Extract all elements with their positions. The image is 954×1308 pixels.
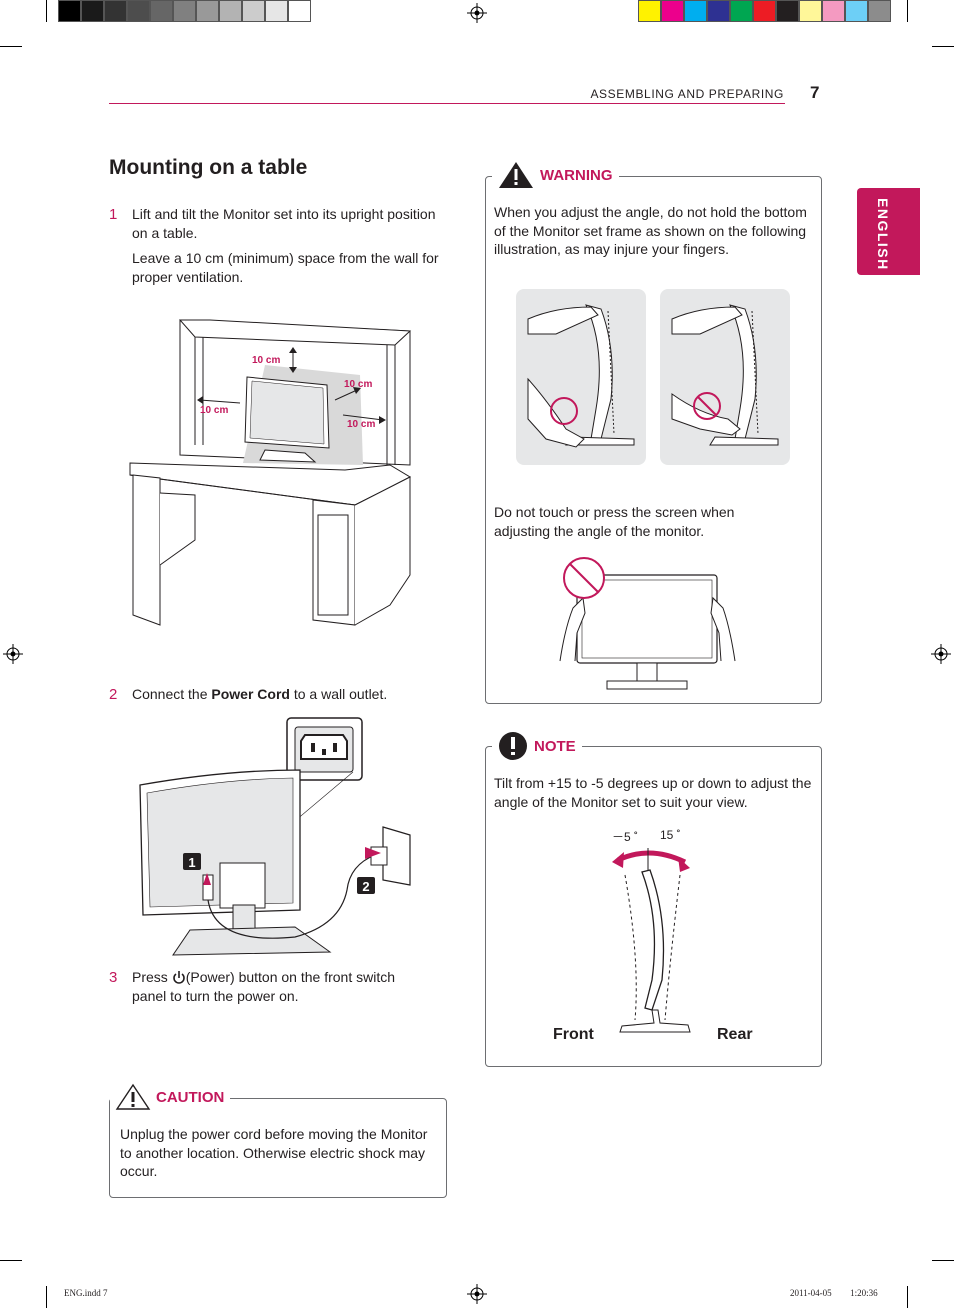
step-text-part: (Power) button on the front switch panel… [132,969,396,1004]
section-header: ASSEMBLING AND PREPARING [590,87,784,101]
page-number: 7 [810,83,820,102]
warning-triangle-icon [115,1083,151,1110]
step-number: 2 [109,686,118,703]
touch-screen-illustration [559,557,736,690]
caution-box [109,1098,447,1198]
language-tab-label: ENGLISH [875,198,891,271]
registration-mark-icon [931,644,951,664]
incorrect-grip-illustration [660,289,790,465]
crop-mark [46,1286,47,1308]
step-text-bold: Power Cord [211,686,290,702]
rear-label: Rear [717,1026,753,1043]
clearance-label-right-upper: 10 cm [344,379,373,390]
crop-mark [46,0,47,22]
step-text-part: Press [132,969,172,985]
process-color-bar [638,0,891,22]
caution-text: Unplug the power cord before moving the … [120,1126,428,1179]
warning-title-label: WARNING [540,166,613,184]
warning-title: WARNING [492,161,619,189]
registration-mark-icon [3,644,23,664]
crop-mark [0,46,22,47]
incorrect-grip-illustration [516,289,646,465]
desk-clearance-illustration [129,319,412,626]
crop-mark [907,1286,908,1308]
caution-title-label: CAUTION [156,1088,225,1106]
note-text: Tilt from +15 to -5 degrees up or down t… [494,775,812,810]
step-text-part: to a wall outlet. [289,686,388,702]
caution-title: CAUTION [110,1083,231,1110]
warning-triangle-icon [499,162,533,188]
step-text: Press (Power) button on the front switch… [132,968,432,1006]
tilt-angle-illustration [612,848,691,1033]
step-number: 3 [109,969,118,986]
step-text: Connect the Power Cord to a wall outlet. [132,685,452,704]
clearance-label-right-lower: 10 cm [347,419,376,430]
registration-mark-icon [467,3,487,23]
crop-mark [907,0,908,22]
step-text-part: Connect the [132,686,212,702]
callout-1: 1 [188,855,195,870]
footer-file: ENG.indd 7 [64,1288,108,1298]
power-icon [172,971,185,984]
power-cord-illustration: 1 2 [139,717,411,956]
clearance-label-top: 10 cm [252,355,281,366]
warning-text-1: When you adjust the angle, do not hold t… [494,204,807,257]
warning-box [485,176,822,704]
registration-mark-icon [467,1284,487,1304]
note-title-label: NOTE [534,737,576,755]
grayscale-color-bar [58,0,311,22]
callout-2: 2 [362,879,369,894]
note-title: NOTE [492,731,582,761]
crop-mark [0,1260,22,1261]
page-title: Mounting on a table [109,156,308,179]
crop-mark [932,46,954,47]
language-tab: ENGLISH [857,188,920,275]
crop-mark [932,1260,954,1261]
note-box [485,746,822,1067]
step-subtext: Leave a 10 cm (minimum) space from the w… [132,250,439,285]
front-label: Front [553,1026,594,1043]
tilt-angle-plus: 15 ˚ [660,828,681,842]
clearance-label-left: 10 cm [200,405,229,416]
header-rule [109,103,785,104]
tilt-angle-minus: －5 ˚ [612,830,639,844]
footer-timestamp: 2011-04-05 ﾟﾟ 1:20:36 [790,1288,878,1298]
warning-text-2: Do not touch or press the screen when ad… [494,504,735,539]
step-number: 1 [109,206,118,223]
exclamation-icon [499,732,527,760]
step-text: Lift and tilt the Monitor set into its u… [132,206,436,241]
